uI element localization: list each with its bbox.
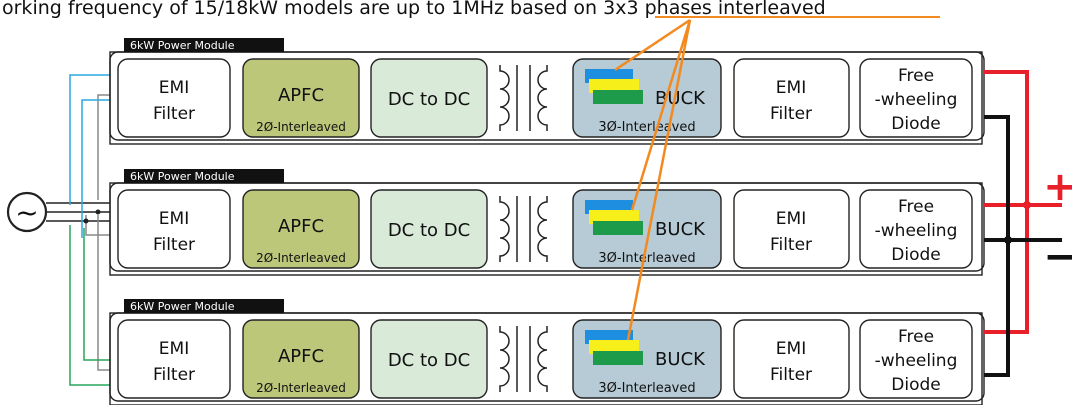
buck-phase-layer-yellow — [589, 79, 639, 93]
ac-source-symbol: ~ — [15, 196, 38, 229]
diode-label-line3: Diode — [891, 375, 940, 395]
module-title: 6kW Power Module — [130, 170, 235, 183]
apfc-sublabel: 2Ø-Interleaved — [256, 381, 346, 395]
emi-output-label-line2: Filter — [770, 235, 812, 255]
freewheeling-diode-block — [859, 58, 973, 138]
diode-label-line2: -wheeling — [875, 90, 958, 110]
apfc-block — [242, 58, 360, 138]
diode-label-line1: Free — [898, 327, 934, 347]
emi-output-label-line1: EMI — [776, 339, 806, 359]
emi-input-label-line2: Filter — [153, 235, 195, 255]
transformer-icon — [499, 65, 548, 131]
buck-phase-layer-green — [593, 90, 643, 104]
diode-label-line2: -wheeling — [875, 221, 958, 241]
module-title-tab — [124, 169, 284, 183]
apfc-label: APFC — [278, 346, 324, 367]
emi-output-label-line2: Filter — [770, 104, 812, 124]
module-frame — [109, 182, 983, 276]
apfc-block — [242, 319, 360, 399]
output-plus-sign: + — [1043, 164, 1072, 210]
emi-input-label-line1: EMI — [159, 78, 189, 98]
dc-to-dc-label: DC to DC — [388, 350, 470, 371]
module-title-tab — [124, 299, 284, 313]
buck-label: BUCK — [655, 219, 706, 240]
freewheeling-diode-block — [859, 189, 973, 269]
module-frame — [109, 51, 983, 145]
emi-output-filter-block — [733, 58, 850, 138]
diode-label-line1: Free — [898, 66, 934, 86]
emi-input-label-line2: Filter — [153, 365, 195, 385]
module-outline — [109, 182, 985, 272]
apfc-block — [242, 189, 360, 269]
transformer-icon — [499, 196, 548, 262]
dc-to-dc-block — [370, 189, 488, 269]
emi-output-filter-block — [733, 189, 850, 269]
diode-label-line3: Diode — [891, 114, 940, 134]
transformer-icon — [499, 326, 548, 392]
emi-output-label-line2: Filter — [770, 365, 812, 385]
buck-phase-layer-green — [593, 221, 643, 235]
output-minus-sign: − — [1043, 234, 1072, 280]
emi-output-label-line1: EMI — [776, 209, 806, 229]
buck-phase-layer-green — [593, 351, 643, 365]
emi-input-label-line1: EMI — [159, 339, 189, 359]
freewheeling-diode-block — [859, 319, 973, 399]
emi-output-filter-block — [733, 319, 850, 399]
diode-label-line2: -wheeling — [875, 351, 958, 371]
apfc-label: APFC — [278, 85, 324, 106]
apfc-sublabel: 2Ø-Interleaved — [256, 251, 346, 265]
buck-sublabel: 3Ø-Interleaved — [598, 251, 695, 266]
diagram-heading: orking frequency of 15/18kW models are u… — [2, 0, 826, 19]
diode-label-line3: Diode — [891, 245, 940, 265]
emi-input-filter-block — [117, 319, 231, 399]
apfc-sublabel: 2Ø-Interleaved — [256, 120, 346, 134]
emi-output-label-line1: EMI — [776, 78, 806, 98]
module-outline — [109, 51, 985, 141]
buck-sublabel: 3Ø-Interleaved — [598, 381, 695, 396]
module-title: 6kW Power Module — [130, 300, 235, 313]
output-wiring — [984, 70, 1062, 377]
buck-callout-lines — [614, 18, 692, 341]
dc-to-dc-label: DC to DC — [388, 89, 470, 110]
emi-input-filter-block — [117, 189, 231, 269]
module-outline — [109, 312, 985, 402]
input-wiring — [46, 74, 110, 386]
emi-input-label-line1: EMI — [159, 209, 189, 229]
dc-to-dc-block — [370, 319, 488, 399]
buck-phase-layer-yellow — [589, 340, 639, 354]
buck-sublabel: 3Ø-Interleaved — [598, 120, 695, 135]
apfc-label: APFC — [278, 216, 324, 237]
module-title: 6kW Power Module — [130, 39, 235, 52]
dc-to-dc-block — [370, 58, 488, 138]
dc-to-dc-label: DC to DC — [388, 220, 470, 241]
buck-phase-layer-yellow — [589, 210, 639, 224]
buck-label: BUCK — [655, 349, 706, 370]
emi-input-filter-block — [117, 58, 231, 138]
emi-input-label-line2: Filter — [153, 104, 195, 124]
diode-label-line1: Free — [898, 197, 934, 217]
module-frame — [109, 312, 983, 405]
module-title-tab — [124, 38, 284, 52]
